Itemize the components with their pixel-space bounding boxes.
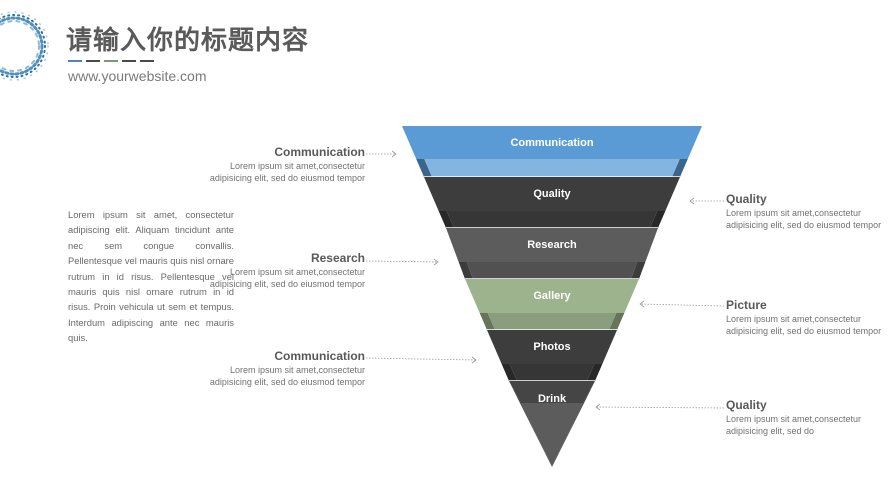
callout-left-2: Research Lorem ipsum sit amet,consectetu… bbox=[205, 251, 365, 290]
funnel-segment-top bbox=[424, 177, 680, 211]
callout-heading: Communication bbox=[274, 349, 365, 363]
funnel-segment-front bbox=[446, 211, 658, 228]
funnel-segment-side bbox=[650, 211, 666, 228]
funnel-segment-side bbox=[587, 364, 603, 381]
funnel-segment-front bbox=[424, 159, 680, 177]
callout-heading: Quality bbox=[726, 192, 767, 206]
underline-dash bbox=[122, 60, 136, 62]
funnel-segment-label: Drink bbox=[538, 393, 567, 405]
funnel-segment-side bbox=[458, 262, 473, 279]
funnel-segment-label: Photos bbox=[533, 341, 570, 353]
callout-left-3: Communication Lorem ipsum sit amet,conse… bbox=[205, 349, 365, 388]
funnel-tip-side bbox=[552, 381, 595, 467]
connector-line bbox=[365, 357, 477, 361]
callout-body: Lorem ipsum sit amet,consectetur adipisi… bbox=[209, 267, 365, 290]
connector-arrowhead bbox=[595, 403, 601, 411]
funnel-segment-front bbox=[487, 313, 617, 330]
funnel-segment-label: Quality bbox=[533, 188, 571, 200]
funnel-tip-side bbox=[509, 381, 552, 467]
funnel-segment-top bbox=[402, 126, 702, 159]
funnel-segment-top bbox=[465, 279, 639, 313]
funnel-segment-top bbox=[446, 228, 658, 262]
funnel-segment-label: Research bbox=[527, 239, 577, 251]
connector-arrowhead bbox=[433, 258, 439, 266]
callout-body: Lorem ipsum sit amet,consectetur adipisi… bbox=[726, 314, 882, 337]
underline-dash bbox=[68, 60, 82, 62]
connector-arrowhead bbox=[391, 150, 397, 158]
funnel-segment-side bbox=[416, 159, 432, 177]
funnel-segment-top bbox=[487, 330, 617, 364]
funnel-segment-side bbox=[672, 159, 688, 177]
funnel-segment-side bbox=[501, 364, 517, 381]
callout-body: Lorem ipsum sit amet,consectetur adipisi… bbox=[726, 208, 882, 231]
floral-wreath-icon bbox=[0, 11, 49, 81]
underline-dash bbox=[104, 60, 118, 62]
connector-arrowhead bbox=[471, 356, 477, 364]
connector-line bbox=[595, 406, 725, 409]
connector-line bbox=[639, 303, 725, 307]
underline-dash bbox=[140, 60, 154, 62]
funnel-segment-front bbox=[509, 364, 595, 381]
callout-heading: Communication bbox=[274, 145, 365, 159]
callout-heading: Quality bbox=[726, 398, 767, 412]
funnel-segment-side bbox=[631, 262, 646, 279]
funnel-segment-front bbox=[466, 262, 638, 279]
funnel-tip-top bbox=[509, 381, 595, 403]
connector-arrowhead bbox=[689, 197, 695, 205]
callout-left-1: Communication Lorem ipsum sit amet,conse… bbox=[205, 145, 365, 184]
funnel-segment-label: Gallery bbox=[533, 290, 571, 302]
callout-body: Lorem ipsum sit amet,consectetur adipisi… bbox=[209, 365, 365, 388]
funnel-segment-side bbox=[609, 313, 625, 330]
underline-dash bbox=[86, 60, 100, 62]
funnel-segment-side bbox=[438, 211, 454, 228]
website-url: www.yourwebsite.com bbox=[68, 68, 207, 84]
callout-right-1: Quality Lorem ipsum sit amet,consectetur… bbox=[726, 192, 886, 231]
funnel-tip-front bbox=[521, 403, 583, 467]
funnel-segment-side bbox=[479, 313, 495, 330]
page-title: 请输入你的标题内容 bbox=[66, 26, 310, 56]
callout-heading: Research bbox=[310, 251, 365, 265]
callout-body: Lorem ipsum sit amet,consectetur adipisi… bbox=[726, 414, 862, 437]
callout-body: Lorem ipsum sit amet,consectetur adipisi… bbox=[209, 161, 365, 184]
funnel-segment-label: Communication bbox=[510, 137, 593, 149]
title-underline bbox=[68, 60, 154, 62]
connector-arrowhead bbox=[639, 300, 645, 308]
intro-paragraph: Lorem ipsum sit amet, consectetur adipis… bbox=[68, 209, 234, 344]
callout-right-2: Picture Lorem ipsum sit amet,consectetur… bbox=[726, 298, 886, 337]
connector-line bbox=[365, 260, 439, 263]
callout-right-3: Quality Lorem ipsum sit amet,consectetur… bbox=[726, 398, 886, 437]
callout-heading: Picture bbox=[726, 298, 767, 312]
